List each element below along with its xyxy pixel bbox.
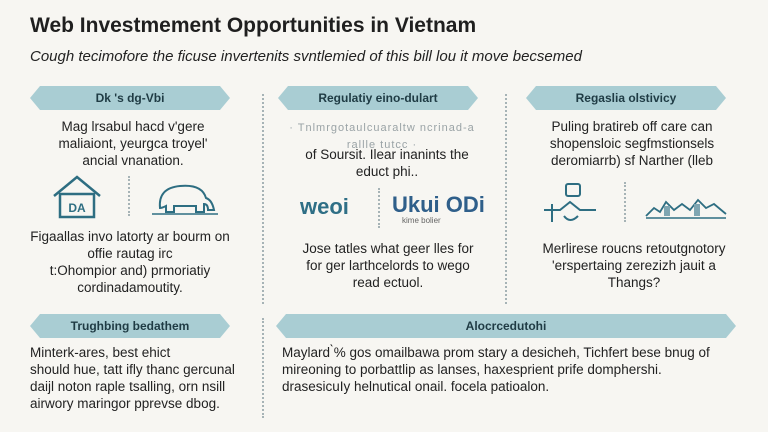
ribbon-left: Dk 's dg-Vbi (30, 86, 230, 110)
text-line: Jose tatles what geer lles for (302, 241, 474, 256)
text-line: Minterk-ares, best ehict (30, 345, 171, 360)
text-line: offie rautag irc (87, 246, 173, 261)
page-subtitle: Cough tecimofore the ficuse invertenits … (30, 48, 582, 65)
handshake-icon (544, 183, 596, 222)
text-line: for ger larthcelords to wego (306, 258, 470, 273)
text-line: ancial vnanation. (82, 153, 184, 168)
text-line: Puling bratireb off care can (551, 119, 713, 134)
text-line: educt phi.. (355, 164, 419, 179)
text-line: cordinadamoutity. (77, 280, 183, 295)
text-line: mireoning to porbattlip as lanses, haxes… (282, 362, 662, 377)
text-line: daijl noton raple tsalling, orn nsill (30, 379, 226, 394)
text-line: Thangs? (607, 275, 661, 290)
text-line: Maylard ̀% gos omailbawa prom stary a de… (282, 345, 710, 360)
ribbon-middle: Regulatiy eino-dulart (278, 86, 478, 110)
text-line: deromiarrb) sf Narther (lleb (550, 153, 714, 168)
city-icon (645, 198, 727, 219)
brand-logo-caption: kime bolier (402, 216, 441, 225)
text-line: maliaiont, yeurgca troyel' (58, 136, 208, 151)
ribbon-right: Regaslia olstivicy (526, 86, 726, 110)
text-line: airwory maringor pprevse dbog. (30, 396, 220, 411)
brand-logo-right: Ukui ODi (392, 192, 485, 217)
middle-bottom-text: Jose tatles what geer lles for for ger l… (278, 240, 498, 291)
middle-top-text: of Soursit. Ilear inanints the educt phi… (282, 146, 492, 180)
ribbon-bottom-right: Alocrcedutohi (276, 314, 736, 338)
text-line: Merlirese roucns retoutgnotory (542, 241, 726, 256)
right-top-text: Puling bratireb off care can shopensloic… (522, 118, 742, 169)
bottom-right-text: Maylard ̀% gos omailbawa prom stary a de… (282, 344, 752, 395)
text-line: t:Ohompior and) prmoriatiy (49, 263, 211, 278)
faint-caption: · Tnlmrgotaulcuaraltw ncrinad-a rallle t… (289, 122, 475, 151)
logo-divider (378, 188, 380, 228)
divider-bottom (262, 318, 264, 418)
house-icon: DA (53, 175, 101, 219)
left-top-text: Mag lrsabul hacd v'gere maliaiont, yeurg… (28, 118, 238, 169)
elephant-icon (152, 184, 218, 215)
icon-divider-left (128, 176, 130, 216)
text-line: Mag lrsabul hacd v'gere (61, 119, 205, 134)
ribbon-bottom-left: Trughbing bedathem (30, 314, 230, 338)
text-line: should hue, tatt ifly thanc gercunal (30, 362, 235, 377)
page-title: Web Investmement Opportunities in Vietna… (30, 14, 477, 37)
icon-divider-right (624, 182, 626, 222)
text-line: drasesicuIy helnutical onail. focela pat… (282, 379, 550, 394)
left-bottom-text: Figaallas invo latorty ar bourm on offie… (10, 228, 250, 296)
divider-left (262, 94, 264, 304)
text-line: 'erspertaing zerezizh jauit a (552, 258, 716, 273)
text-line: Figaallas invo latorty ar bourm on (30, 229, 230, 244)
text-line: read ectuol. (352, 275, 424, 290)
bottom-left-text: Minterk-ares, best ehict should hue, tat… (30, 344, 266, 412)
text-line: of Soursit. Ilear inanints the (305, 147, 469, 162)
divider-right (505, 94, 507, 304)
right-bottom-text: Merlirese roucns retoutgnotory 'ersperta… (516, 240, 752, 291)
text-line: shopensloic segfmstionsels (549, 136, 715, 151)
brand-logo-left: weoi (300, 194, 349, 219)
svg-text:DA: DA (68, 201, 86, 215)
